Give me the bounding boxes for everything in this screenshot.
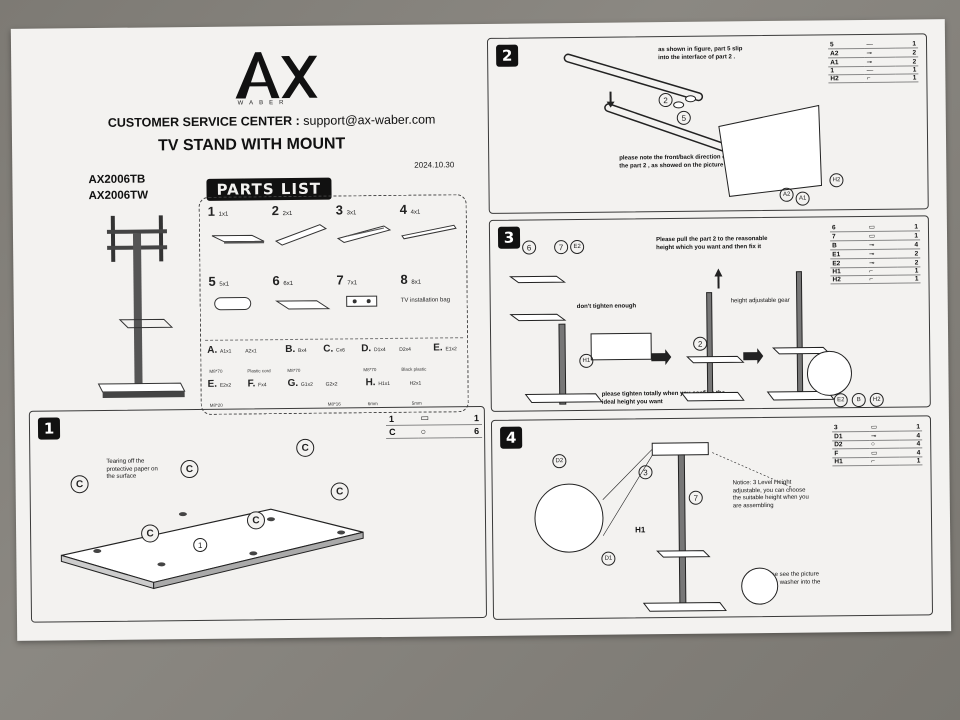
step-3-parts-table: 6▭1 7▭1 B⊸4 E1⊸2 E2⊸2 H1⌐1 H2⌐1 [829, 222, 921, 284]
manual-title: TV STAND WITH MOUNT [157, 135, 346, 155]
step-3-panel: 3 Please pull the part 2 to the reasonab… [488, 215, 931, 412]
part-label: 3 [638, 465, 653, 480]
callout-c: C [70, 475, 89, 494]
step-number: 1 [37, 417, 61, 440]
part-label: 5 [676, 110, 691, 125]
model-number-1: AX2006TB [88, 173, 146, 187]
step-4-panel: 4 Notice: 3 Level Height adjustable, you… [490, 415, 934, 620]
mount-assembly-illustration [534, 442, 793, 612]
part-label: B [851, 392, 866, 408]
table-row: H1⌐1 [832, 456, 923, 466]
parts-list-box: 1 1x1 2 2x1 3 3x1 4 4x1 5 5x1 6 6x1 [198, 194, 469, 415]
part-label: 7 [688, 490, 703, 505]
part-8: 8 8x1 TV installation bag [400, 271, 451, 304]
step-4-parts-table: 3▭1 D1⊸4 D2○4 F▭4 H1⌐1 [831, 422, 923, 466]
step-2-panel: 2 as shown in figure, part 5 slip into t… [486, 33, 929, 214]
part-label: E2 [570, 239, 585, 255]
step-2-parts-table: 5—1 A2⊸2 A1⊸2 1—1 H2⌐1 [827, 40, 919, 83]
manual-sheet: WABER CUSTOMER SERVICE CENTER : support@… [10, 19, 952, 641]
callout-c: C [180, 459, 199, 479]
part-label: 2 [658, 92, 673, 108]
logo-subtitle: WABER [237, 99, 290, 107]
callout-c: C [246, 511, 266, 530]
part-5: 5 5x1 [206, 273, 271, 332]
part-6: 6 6x1 [270, 273, 335, 332]
tv-stand-illustration [97, 215, 186, 398]
customer-service-line: CUSTOMER SERVICE CENTER : support@ax-wab… [108, 112, 436, 129]
cs-email: support@ax-waber.com [303, 112, 436, 128]
table-row: 1▭1 [385, 410, 482, 426]
part-label: 1 [193, 537, 208, 553]
callout-c: C [141, 524, 160, 543]
part-label: H1 [579, 353, 594, 368]
part-2: 2 2x1 [270, 203, 335, 262]
part-label: E2 [833, 393, 848, 408]
part-4: 4 4x1 [398, 201, 463, 260]
table-row: H2⌐1 [830, 274, 921, 284]
hardware-c: C. Cx6 [323, 343, 345, 355]
callout-c: C [330, 482, 349, 501]
pole-assembly-illustration [563, 53, 823, 197]
part-1: 1 1x1 [206, 203, 271, 262]
ax-logo [235, 52, 318, 99]
part-label: A1 [795, 191, 810, 206]
part-label: A2 [779, 187, 794, 202]
part-label: D2 [552, 454, 567, 469]
callout-c: C [296, 438, 315, 457]
manual-date: 2024.10.30 [414, 160, 455, 170]
part-label: H2 [829, 173, 844, 188]
step-1-parts-table: 1▭1 C○6 [385, 410, 483, 439]
part-label: D1 [601, 551, 616, 566]
cover-panel: WABER CUSTOMER SERVICE CENTER : support@… [45, 38, 487, 415]
tv-bag-label: TV installation bag [400, 297, 451, 304]
shelf-assembly-illustration [508, 268, 852, 405]
part-label: 6 [522, 240, 537, 255]
base-plate-illustration [60, 508, 364, 590]
part-label: H1 [635, 525, 646, 535]
step-number: 3 [497, 226, 521, 249]
protective-paper-note: Tearing off the protective paper on the … [106, 458, 158, 480]
table-row: H2⌐1 [828, 73, 919, 83]
part-label: H2 [869, 392, 884, 407]
table-row: C○6 [385, 424, 483, 439]
pull-note: Please pull the part 2 to the reasonable… [656, 235, 768, 251]
part-label: 2 [693, 336, 708, 351]
part-3: 3 3x1 [334, 202, 399, 261]
step-1-panel: 1 1▭1 C○6 Tearing off the protective pap… [28, 405, 488, 623]
step-number: 2 [496, 44, 519, 67]
cs-label: CUSTOMER SERVICE CENTER : [107, 113, 300, 130]
model-number-2: AX2006TW [88, 189, 149, 203]
hardware-e1: E. E1x2 [433, 342, 457, 354]
step-number: 4 [500, 426, 523, 449]
part-7: 7 7x1 [334, 272, 399, 331]
part-label: 7 [554, 240, 569, 255]
